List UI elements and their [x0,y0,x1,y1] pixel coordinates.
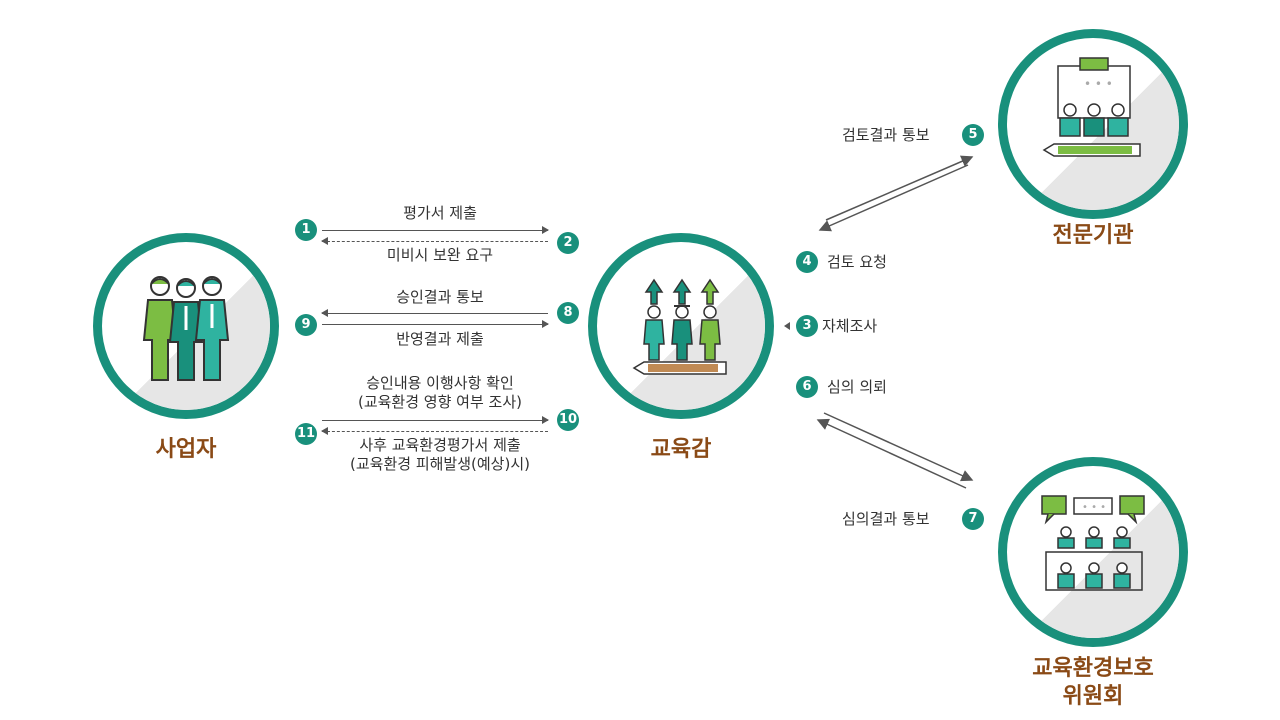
step2-text: 미비시 보완 요구 [386,246,494,264]
arrow-step4 [818,164,969,232]
arrow-step7 [816,418,967,489]
step9-badge: 9 [295,314,317,336]
step7-text: 심의결과 통보 [842,510,930,528]
step10-arrow [322,416,549,424]
committee-group-icon: • • • [1041,495,1145,591]
step2-arrow [321,237,548,245]
step4-text: 검토 요청 [827,253,887,271]
arrow-step5 [825,155,974,221]
step3-text: 자체조사 [822,317,878,335]
step5-badge: 5 [962,124,984,146]
committee-label: 교육환경보호 위원회 [1013,655,1173,711]
step11-text-line1: 사후 교육환경평가서 제출 [359,436,521,454]
step7-badge: 7 [962,508,984,530]
step2-badge: 2 [557,232,579,254]
svg-text:• • •: • • • [1082,502,1106,513]
step1-arrow [322,226,549,234]
step1-badge: 1 [295,219,317,241]
step6-badge: 6 [796,376,818,398]
step8-arrow [321,309,548,317]
step10-text-line1: 승인내용 이행사항 확인 [366,374,514,392]
agency-meeting-icon: • • • [1042,57,1141,157]
office-people-pencil-icon [632,278,727,375]
step3-badge: 3 [796,315,818,337]
svg-text:• • •: • • • [1084,77,1113,91]
step11-badge: 11 [295,423,317,445]
step9-arrow [322,320,549,328]
agency-label: 전문기관 [1052,223,1134,248]
committee-label-line1: 교육환경보호 [1032,656,1154,681]
office-label: 교육감 [650,437,712,462]
step10-text: 승인내용 이행사항 확인 (교육환경 영향 여부 조사) [320,374,560,412]
step8-text: 승인결과 통보 [396,288,484,306]
step5-text: 검토결과 통보 [842,126,930,144]
step3-arrowhead [784,322,790,330]
step10-badge: 10 [557,409,579,431]
step10-text-line2: (교육환경 영향 여부 조사) [357,393,522,411]
arrow-step6 [823,412,974,482]
step11-text-line2: (교육환경 피해발생(예상)시) [350,455,530,473]
committee-label-line2: 위원회 [1062,684,1124,709]
step11-text: 사후 교육환경평가서 제출 (교육환경 피해발생(예상)시) [320,436,560,474]
step11-arrow [321,427,548,435]
business-label: 사업자 [155,437,217,462]
step8-badge: 8 [557,302,579,324]
step4-badge: 4 [796,251,818,273]
business-people-icon [142,276,230,381]
step6-text: 심의 의뢰 [827,378,887,396]
step9-text: 반영결과 제출 [396,330,484,348]
step1-text: 평가서 제출 [403,204,477,222]
